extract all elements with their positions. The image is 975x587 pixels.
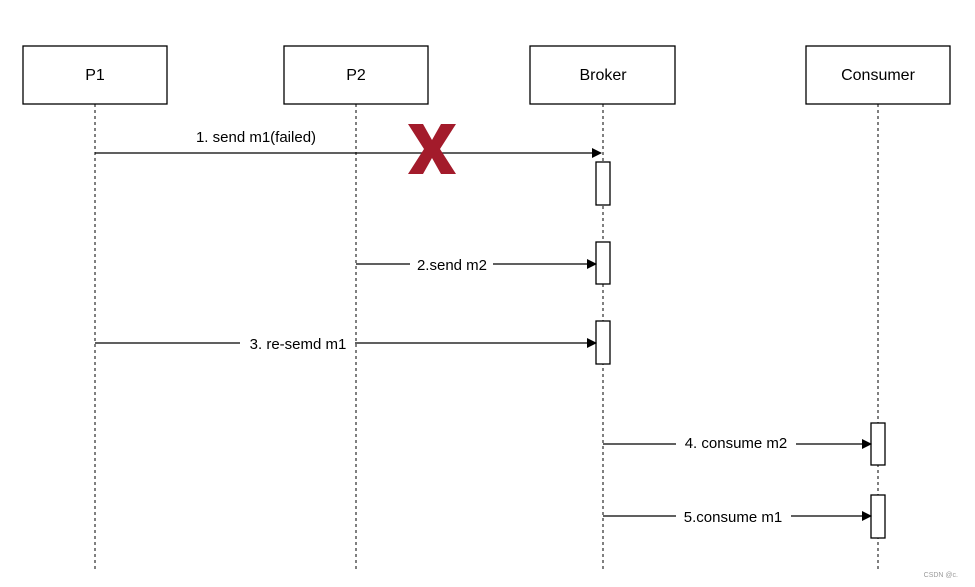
message-5: 5.consume m1 [603, 507, 872, 526]
actor-p1-label: P1 [85, 67, 105, 84]
message-4: 4. consume m2 [603, 435, 872, 453]
message-1: 1. send m1(failed) [95, 129, 602, 158]
actor-broker: Broker [529, 45, 676, 105]
message-4-label: 4. consume m2 [685, 435, 788, 452]
broker-activation-2 [595, 241, 611, 285]
message-2-label: 2.send m2 [417, 257, 487, 274]
message-3: 3. re-semd m1 [95, 334, 597, 353]
consumer-activation-2 [870, 494, 886, 539]
watermark-text: CSDN @c. [924, 572, 958, 579]
broker-activation-3 [595, 320, 611, 365]
message-2: 2.send m2 [356, 255, 597, 274]
broker-activation-1 [595, 161, 611, 206]
actor-p2-label: P2 [346, 67, 366, 84]
actor-consumer-label: Consumer [841, 67, 915, 84]
actor-p2: P2 [283, 45, 429, 105]
message-1-label: 1. send m1(failed) [196, 129, 316, 146]
failure-x-icon [408, 124, 456, 174]
message-5-label: 5.consume m1 [684, 509, 782, 526]
consumer-activation-1 [870, 422, 886, 466]
actor-broker-label: Broker [579, 67, 627, 84]
message-3-label: 3. re-semd m1 [250, 336, 347, 353]
actor-p1: P1 [22, 45, 168, 105]
actor-consumer: Consumer [805, 45, 951, 105]
